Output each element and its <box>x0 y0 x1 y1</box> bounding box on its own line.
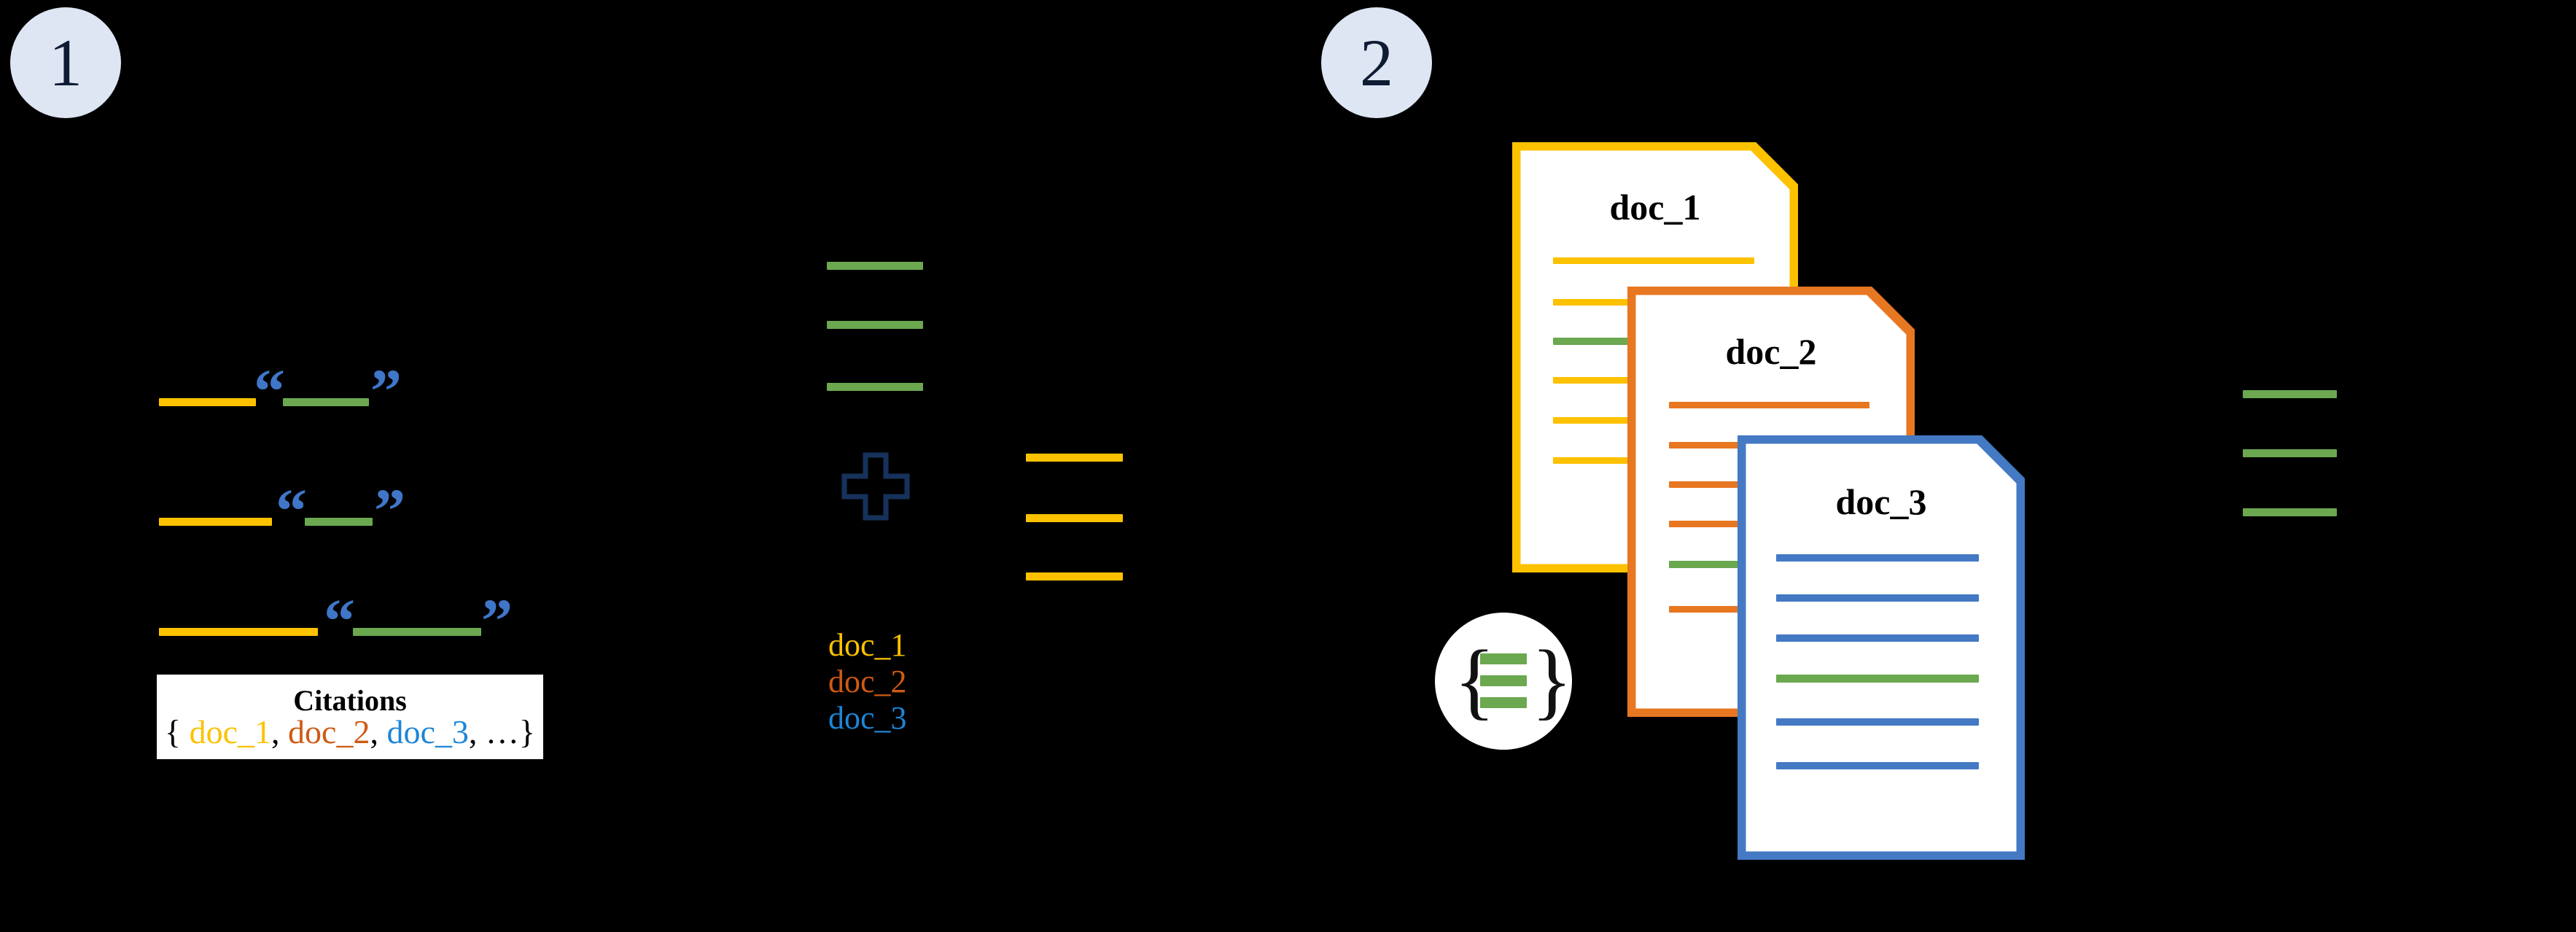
doc-3-line-4-highlight <box>1776 675 1979 683</box>
citation-row-3-green-rule <box>353 628 481 636</box>
citations-set: { doc_1, doc_2, doc_3, …} <box>165 712 535 750</box>
doc-3-line-2 <box>1776 594 1979 602</box>
doc-2-title: doc_2 <box>1725 331 1817 372</box>
answer-yellow-line-1 <box>1026 454 1123 462</box>
citation-row-1-close-quote: ” <box>370 356 402 426</box>
citations-title: Citations <box>293 683 407 717</box>
doc-1-line-6 <box>1553 457 1649 464</box>
doc-2-line-4 <box>1669 521 1764 527</box>
evidence-green-line-2 <box>827 321 923 329</box>
doc-1-title: doc_1 <box>1609 187 1701 228</box>
citation-row-2-open-quote: “ <box>276 475 307 545</box>
doc-1-line-4 <box>1553 377 1649 384</box>
doc-2-line-5-highlight <box>1669 561 1764 568</box>
doc-2-line-6 <box>1669 606 1764 613</box>
citation-row-3-open-quote: “ <box>324 586 355 656</box>
doc-legend-item-1: doc_1 <box>828 627 907 663</box>
citations-set-open: { <box>165 712 190 750</box>
step-badge-1: 1 <box>10 7 121 118</box>
citation-row-3-yellow-rule <box>159 628 318 636</box>
citations-card: Citations { doc_1, doc_2, doc_3, …} <box>157 675 543 759</box>
doc-2-line-2 <box>1669 442 1764 448</box>
citations-set-close: } <box>518 712 535 750</box>
doc-1-line-1 <box>1553 257 1754 264</box>
doc-legend-item-3: doc_3 <box>828 700 907 737</box>
json-brace-close-icon: } <box>1531 632 1573 728</box>
plus-icon <box>841 452 911 521</box>
doc-3-line-5 <box>1776 718 1979 726</box>
doc-1-line-3-highlight <box>1553 338 1649 345</box>
citation-row-1-open-quote: “ <box>254 356 285 426</box>
doc-2-line-3 <box>1669 481 1764 488</box>
citations-doc-2: doc_2 <box>288 712 370 750</box>
doc-3-line-3 <box>1776 634 1979 642</box>
doc-legend-item-2: doc_2 <box>828 664 907 700</box>
doc-legend: doc_1 doc_2 doc_3 <box>828 627 907 737</box>
doc-1-line-5 <box>1553 417 1649 424</box>
answer-yellow-line-3 <box>1026 572 1123 580</box>
citation-row-3-close-quote: ” <box>481 586 513 656</box>
citation-row-2-green-rule <box>305 518 373 526</box>
doc-1-line-2 <box>1553 299 1649 306</box>
json-line-1 <box>1480 653 1527 664</box>
step-badge-2: 2 <box>1321 7 1432 118</box>
citation-row-1-green-rule <box>283 398 369 406</box>
document-card-doc-3[interactable]: doc_3 <box>1738 435 2025 860</box>
json-braces-icon: { } <box>1435 613 1573 750</box>
doc-2-line-1 <box>1669 402 1869 408</box>
citations-sep-3: , <box>468 712 486 750</box>
citations-ellipsis: … <box>485 712 519 750</box>
output-green-line-3 <box>2243 508 2337 516</box>
output-green-line-2 <box>2243 449 2337 457</box>
json-line-2 <box>1480 675 1527 686</box>
json-line-3 <box>1480 697 1527 708</box>
citations-doc-1: doc_1 <box>189 712 272 750</box>
doc-3-line-6 <box>1776 762 1979 769</box>
doc-3-sheet-shape <box>1738 435 2025 860</box>
citation-row-1-yellow-rule <box>159 398 256 406</box>
doc-3-title: doc_3 <box>1835 481 1927 522</box>
answer-yellow-line-2 <box>1026 514 1123 522</box>
citation-row-2-close-quote: ” <box>374 475 405 545</box>
citation-row-2-yellow-rule <box>159 518 272 526</box>
doc-3-line-1 <box>1776 554 1979 562</box>
evidence-green-line-3 <box>827 383 923 391</box>
output-green-line-1 <box>2243 390 2337 398</box>
citations-doc-3: doc_3 <box>386 712 469 750</box>
citations-sep-1: , <box>271 712 289 750</box>
evidence-green-line-1 <box>827 262 923 270</box>
citations-sep-2: , <box>370 712 387 750</box>
